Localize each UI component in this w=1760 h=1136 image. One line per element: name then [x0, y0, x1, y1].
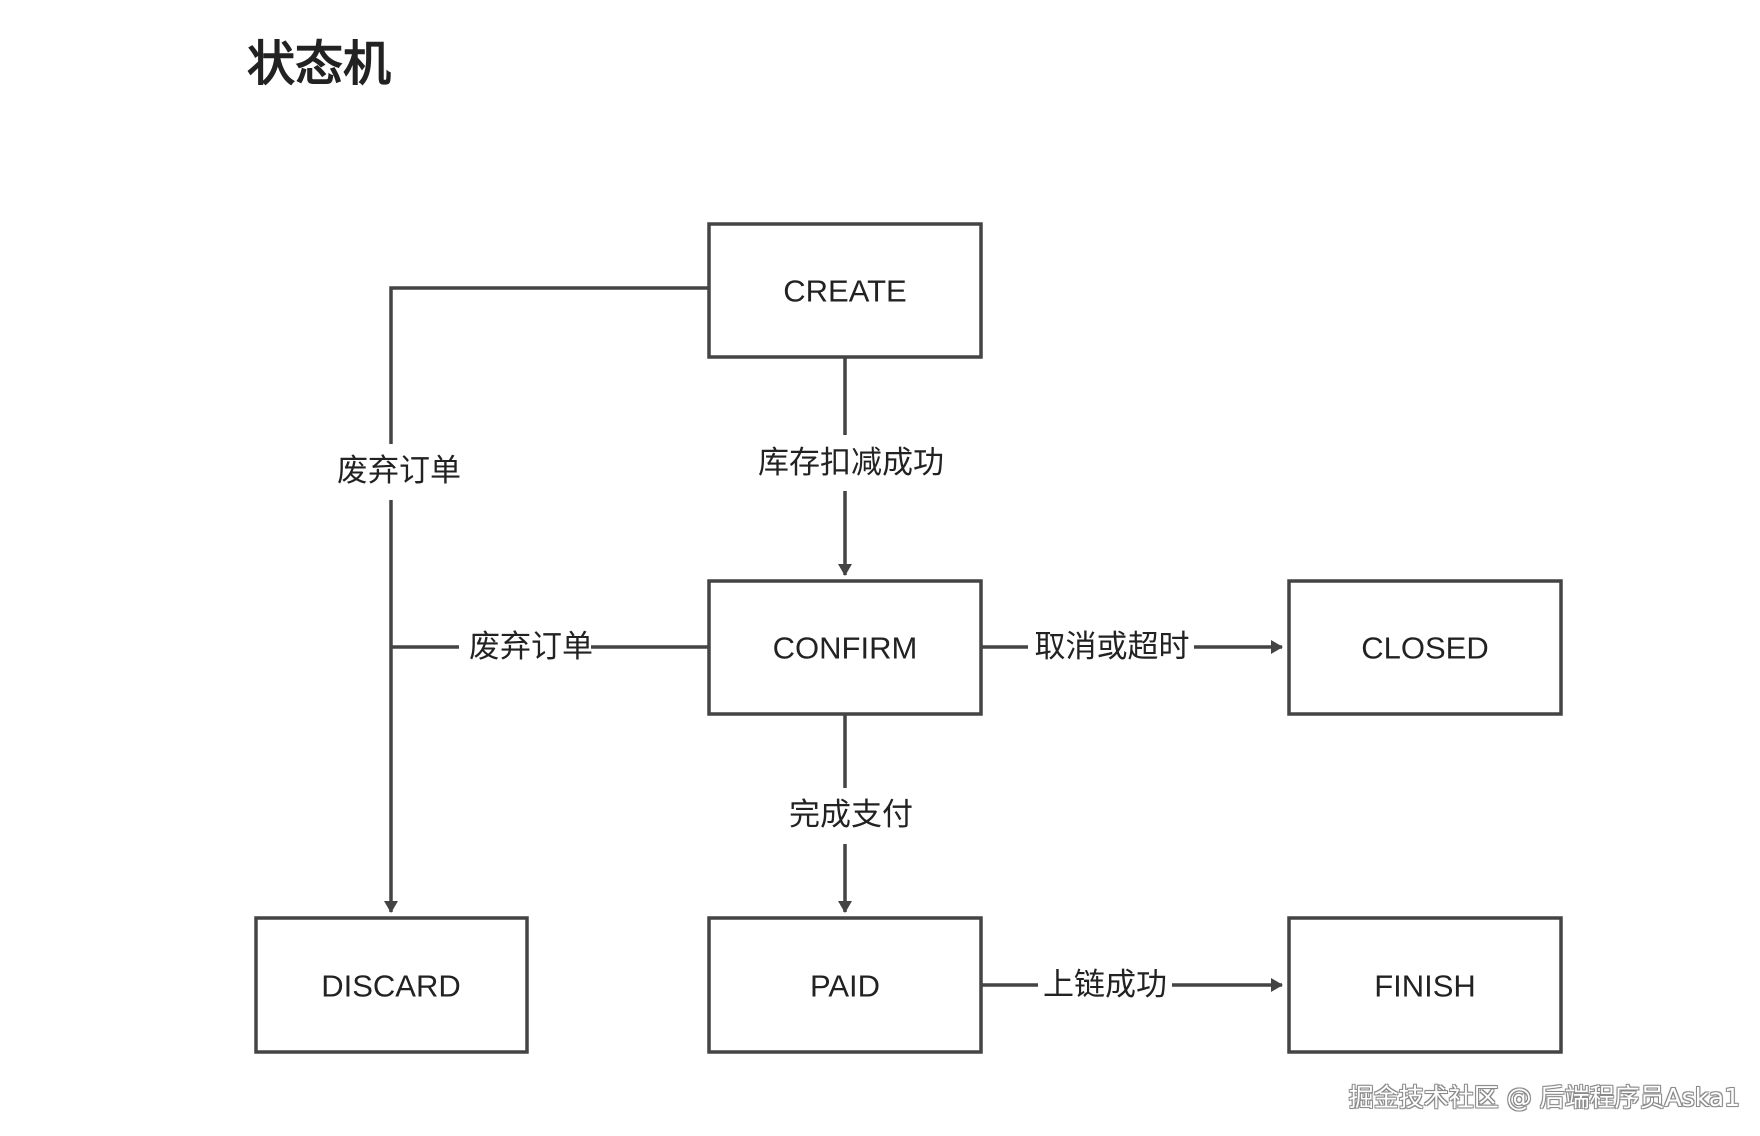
state-create-box: [707, 222, 983, 359]
transition-confirm-to-closed-label: 取消或超时: [1035, 629, 1190, 665]
label-bg-confirm-to-paid: [779, 788, 917, 844]
label-bg-confirm-to-closed: [1028, 624, 1194, 670]
transition-confirm-to-paid-label: 完成支付: [789, 797, 913, 833]
state-closed-label: CLOSED: [1361, 631, 1488, 666]
state-confirm-box: [707, 579, 983, 716]
label-bg-create-to-discard: [328, 444, 454, 500]
state-discard-box: [254, 916, 529, 1054]
state-create-label: CREATE: [783, 274, 906, 309]
transition-create-to-discard-label: 废弃订单: [337, 453, 461, 489]
transition-confirm-to-discard-label: 废弃订单: [469, 629, 593, 665]
watermark: 掘金技术社区 @ 后端程序员Aska1: [1348, 1083, 1740, 1112]
state-closed-box: [1287, 579, 1563, 716]
edge-create-to-discard: [384, 286, 709, 913]
label-bg-paid-to-finish: [1038, 962, 1172, 1008]
transition-paid-to-finish-label: 上链成功: [1043, 967, 1167, 1003]
state-finish-box: [1287, 916, 1563, 1054]
page-title: 状态机: [247, 36, 392, 92]
state-paid-box: [707, 916, 983, 1054]
state-finish-label: FINISH: [1374, 969, 1476, 1004]
transition-create-to-confirm-label: 库存扣减成功: [758, 445, 944, 481]
state-discard-label: DISCARD: [321, 969, 461, 1004]
label-bg-create-to-confirm: [749, 435, 949, 491]
state-paid-label: PAID: [810, 969, 880, 1004]
label-bg-confirm-to-discard: [459, 624, 591, 670]
state-confirm-label: CONFIRM: [773, 631, 918, 666]
